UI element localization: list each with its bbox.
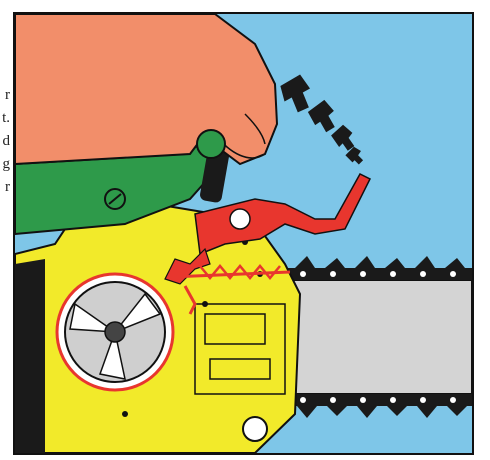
hand-icon: [15, 14, 277, 164]
clutch-drum: [57, 274, 173, 390]
illustration-frame: [13, 12, 474, 455]
margin-fragment: g: [0, 153, 10, 176]
margin-fragment: r: [0, 176, 10, 199]
margin-fragment: t.: [0, 107, 10, 130]
cropped-margin-text: r t. d g r: [0, 84, 10, 199]
rear-handle: [15, 259, 45, 453]
margin-fragment: r: [0, 84, 10, 107]
guide-bar: [277, 280, 472, 394]
margin-fragment: d: [0, 130, 10, 153]
chain-brake-illustration: [15, 14, 472, 453]
